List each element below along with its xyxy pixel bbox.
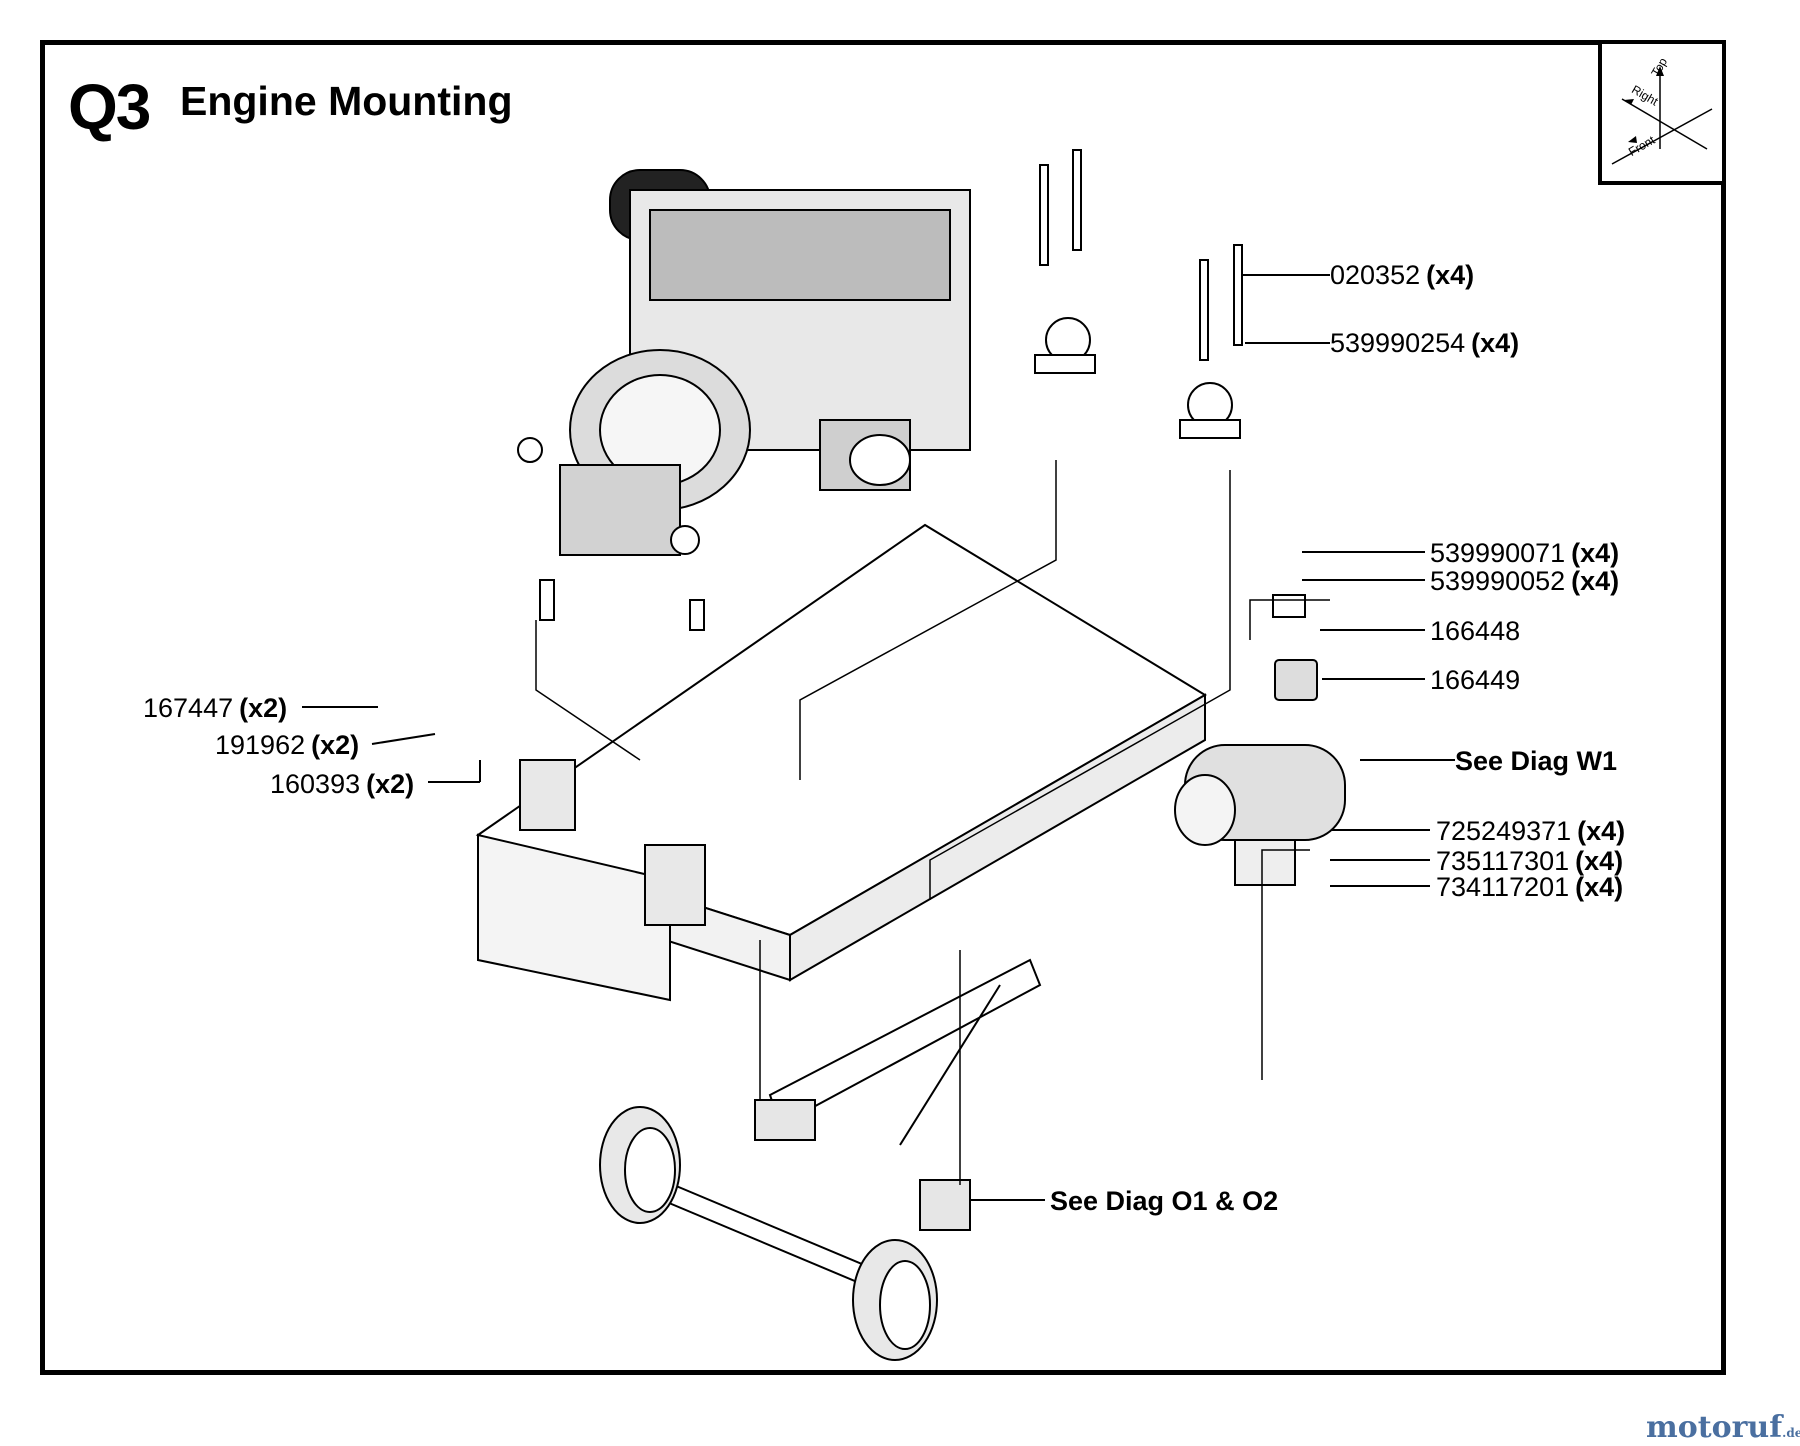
part-number: 160393: [270, 769, 361, 799]
callout-191962: 191962(x2): [215, 732, 359, 759]
diagram-reference: See Diag W1: [1455, 746, 1618, 776]
quantity: (x2): [366, 769, 415, 799]
section-code: Q3: [68, 71, 151, 143]
callout-see-diag-o1-o2: See Diag O1 & O2: [1050, 1188, 1278, 1215]
quantity: (x4): [1575, 872, 1624, 902]
quantity: (x4): [1575, 846, 1624, 876]
quantity: (x4): [1571, 538, 1620, 568]
callout-734117201: 734117201(x4): [1436, 874, 1623, 901]
callout-020352: 020352(x4): [1330, 262, 1474, 289]
part-number: 725249371: [1436, 816, 1572, 846]
part-number: 167447: [143, 693, 234, 723]
part-number: 734117201: [1436, 872, 1570, 902]
site-watermark: motoruf.de: [1646, 1410, 1800, 1445]
diagram-reference: See Diag O1 & O2: [1050, 1186, 1279, 1216]
callout-539990071: 539990071(x4): [1430, 540, 1619, 567]
part-number: 539990071: [1430, 538, 1566, 568]
diagram-frame: [40, 40, 1726, 1375]
section-title: Engine Mounting: [180, 78, 513, 124]
callout-735117301: 735117301(x4): [1436, 848, 1623, 875]
quantity: (x4): [1571, 566, 1620, 596]
callout-539990052: 539990052(x4): [1430, 568, 1619, 595]
quantity: (x2): [239, 693, 288, 723]
quantity: (x2): [311, 730, 360, 760]
callout-167447: 167447(x2): [143, 695, 287, 722]
part-number: 166448: [1430, 616, 1521, 646]
part-number: 166449: [1430, 665, 1521, 695]
part-number: 539990052: [1430, 566, 1566, 596]
callout-160393: 160393(x2): [270, 771, 414, 798]
callout-725249371: 725249371(x4): [1436, 818, 1625, 845]
part-number: 020352: [1330, 260, 1421, 290]
callout-166448: 166448: [1430, 618, 1520, 645]
callout-539990254: 539990254(x4): [1330, 330, 1519, 357]
quantity: (x4): [1577, 816, 1626, 846]
watermark-suffix: .de: [1782, 1426, 1800, 1440]
callout-166449: 166449: [1430, 667, 1520, 694]
quantity: (x4): [1426, 260, 1475, 290]
part-number: 735117301: [1436, 846, 1570, 876]
orientation-indicator: Top Right Front: [1598, 40, 1726, 185]
callout-see-diag-w1: See Diag W1: [1455, 748, 1617, 775]
orientation-axes-icon: Top Right Front: [1611, 55, 1713, 165]
quantity: (x4): [1471, 328, 1520, 358]
part-number: 191962: [215, 730, 306, 760]
watermark-brand: motoruf: [1646, 1410, 1783, 1445]
part-number: 539990254: [1330, 328, 1466, 358]
